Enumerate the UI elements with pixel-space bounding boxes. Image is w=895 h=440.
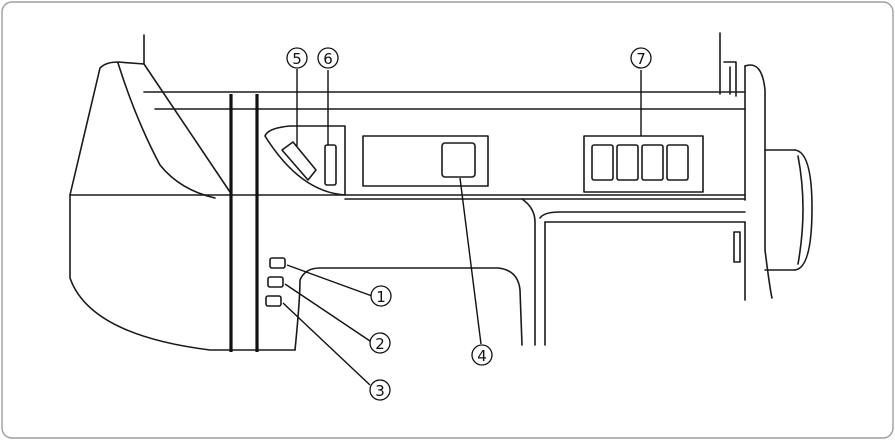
callout-2-label: 2	[375, 335, 385, 353]
callout-4-label: 4	[477, 347, 487, 365]
callout-3: 3	[369, 379, 391, 401]
pattern-display	[583, 135, 704, 193]
end-cover	[69, 34, 296, 351]
display-digit	[641, 144, 664, 181]
callout-6: 6	[317, 47, 339, 69]
callout-3-label: 3	[375, 382, 385, 400]
display-digit	[666, 144, 689, 181]
control-panel	[264, 125, 704, 196]
side-button-1[interactable]	[269, 257, 286, 269]
display-digit	[616, 144, 639, 181]
pillar	[521, 198, 746, 346]
callout-5: 5	[286, 47, 308, 69]
callout-6-label: 6	[323, 50, 333, 68]
lever-button[interactable]	[324, 144, 337, 186]
speed-slider-knob[interactable]	[281, 141, 317, 181]
free-arm	[294, 267, 523, 351]
callout-2: 2	[369, 332, 391, 354]
leader-lines	[282, 69, 642, 386]
callout-4: 4	[471, 344, 493, 366]
side-button-3[interactable]	[265, 295, 282, 307]
display-panel	[362, 135, 489, 187]
callout-7: 7	[630, 47, 652, 69]
callout-7-label: 7	[636, 50, 646, 68]
display-digit	[591, 144, 614, 181]
side-button-2[interactable]	[267, 276, 284, 288]
callout-5-label: 5	[292, 50, 302, 68]
side-buttons	[265, 257, 286, 307]
upper-arm	[143, 91, 746, 200]
callout-1: 1	[370, 285, 392, 307]
callout-1-label: 1	[376, 288, 386, 306]
handwheel-assembly	[719, 32, 813, 299]
start-stop-button[interactable]	[441, 142, 476, 178]
face-plate-lines	[229, 94, 259, 352]
